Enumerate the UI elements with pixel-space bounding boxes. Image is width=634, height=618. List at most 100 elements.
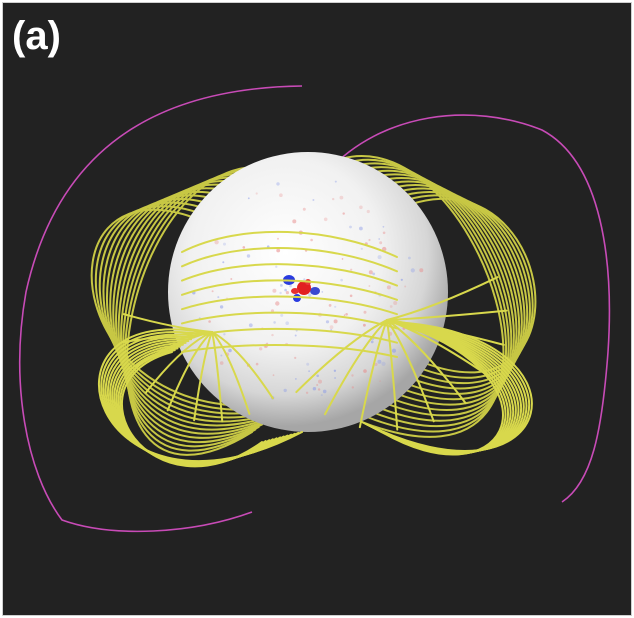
magnetogram-dot — [294, 356, 297, 359]
field-line — [181, 247, 398, 273]
magnetogram-dot — [316, 374, 320, 378]
field-line — [193, 331, 213, 422]
negative-spot — [310, 287, 320, 295]
magnetogram-dot — [272, 374, 275, 377]
magnetogram-dot — [289, 284, 292, 288]
magnetogram-dot — [279, 193, 283, 197]
magnetogram-dot — [339, 195, 344, 200]
magnetogram-dot — [219, 305, 224, 309]
magnetogram-dot — [270, 309, 275, 313]
magnetogram-dot — [382, 231, 386, 235]
magnetogram-dot — [363, 369, 367, 373]
right-separatrix-curve — [326, 114, 611, 503]
magnetogram-dot — [377, 359, 382, 364]
magnetogram-dot — [259, 347, 263, 351]
magnetogram-dot — [247, 197, 250, 200]
magnetogram-dot — [275, 301, 280, 306]
magnetogram-dot — [317, 388, 321, 391]
magnetogram-dot — [273, 321, 276, 324]
magnetogram-dot — [294, 334, 297, 337]
magnetogram-dot — [308, 370, 310, 373]
magnetogram-dot — [377, 255, 382, 260]
magnetogram-dot — [374, 362, 378, 366]
field-line — [386, 319, 435, 423]
field-line — [321, 155, 505, 438]
field-line — [117, 180, 267, 439]
magnetogram-dot — [332, 197, 335, 201]
field-line — [366, 187, 529, 390]
magnetogram-dot — [222, 261, 225, 264]
magnetogram-dot — [318, 379, 322, 384]
field-line — [144, 331, 213, 394]
field-line — [181, 263, 398, 287]
magnetogram-dot — [246, 254, 251, 258]
magnetogram-dot — [379, 241, 383, 245]
magnetogram-dot — [280, 313, 284, 317]
magnetogram-dot — [359, 205, 363, 210]
magnetogram-dot — [410, 268, 415, 273]
magnetogram-dot — [312, 199, 315, 201]
magnetogram-dot — [329, 325, 334, 330]
magnetogram-dot — [381, 361, 386, 366]
magnetogram-dot — [382, 225, 385, 228]
magnetogram-dot — [320, 394, 323, 397]
field-line — [211, 331, 224, 423]
magnetogram-dot — [223, 333, 226, 336]
magnetogram-dot — [341, 258, 344, 260]
magnetogram-dot — [351, 374, 354, 377]
field-line — [358, 319, 388, 429]
magnetogram-dot — [310, 238, 313, 242]
magnetogram-dot — [379, 380, 381, 382]
magnetogram-dot — [334, 377, 337, 379]
field-line — [386, 319, 491, 378]
magnetogram-dot — [223, 242, 226, 246]
field-line — [109, 191, 277, 427]
magnetogram-dot — [393, 301, 398, 305]
magnetogram-dot — [391, 348, 397, 353]
field-line — [90, 209, 293, 407]
magnetogram-dot — [283, 388, 287, 393]
magnetogram-dot — [219, 361, 224, 365]
magnetogram-dot — [368, 238, 371, 242]
field-line — [115, 183, 270, 435]
magnetogram-dot — [389, 305, 393, 308]
field-line — [386, 309, 508, 321]
magnetogram-dot — [279, 291, 282, 295]
magnetogram-dot — [312, 387, 317, 391]
magnetogram-dot — [255, 192, 258, 195]
magnetogram-dot — [333, 369, 337, 372]
field-line — [386, 276, 499, 321]
magnetogram-dot — [368, 270, 373, 275]
magnetogram-dot — [284, 288, 287, 292]
magnetogram-dot — [333, 319, 338, 324]
field-line — [94, 205, 290, 411]
field-line — [386, 319, 399, 431]
field-line — [376, 194, 534, 379]
positive-spot — [291, 288, 299, 294]
field-line — [324, 319, 388, 416]
magnetogram-dot — [363, 323, 366, 327]
panel-label: (a) — [12, 14, 61, 58]
magnetogram-dot — [211, 290, 214, 293]
magnetogram-dot — [360, 247, 363, 250]
field-line — [211, 331, 274, 400]
magnetogram-dot — [305, 391, 309, 394]
magnetogram-dot — [271, 333, 274, 337]
magnetogram-dot — [386, 285, 391, 290]
field-lines-front — [97, 230, 533, 468]
field-line — [122, 313, 213, 333]
magnetogram-dot — [277, 237, 279, 240]
field-line — [386, 319, 467, 405]
magnetogram-dot — [255, 362, 259, 366]
magnetogram-dot — [217, 296, 220, 299]
field-line — [336, 166, 513, 422]
magnetogram-dot — [275, 265, 278, 268]
magnetogram-dot — [285, 321, 290, 326]
magnetogram-dot — [350, 268, 353, 271]
magnetogram-dot — [404, 285, 407, 288]
field-line — [121, 351, 263, 468]
magnetogram-dot — [408, 256, 411, 260]
magnetogram-speckle — [192, 180, 424, 400]
magnetogram-dot — [242, 246, 246, 249]
